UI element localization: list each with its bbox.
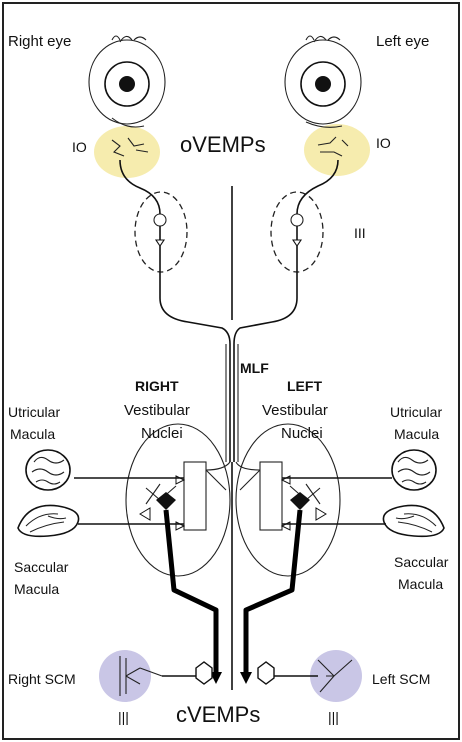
io-left-label: IO — [376, 135, 391, 151]
right-scm-highlight — [99, 650, 151, 702]
left-nucleus-relay — [260, 462, 282, 530]
figure-frame — [3, 3, 459, 739]
saccular-macula-left — [383, 505, 444, 536]
accessory-motor-neuron-right — [196, 662, 212, 684]
right-vestibular-nuclei — [126, 424, 230, 576]
right-nuclei-label-3: Nuclei — [141, 425, 183, 442]
right-nucleus-relay — [184, 462, 206, 530]
mlf-label: MLF — [240, 360, 269, 376]
utricular-left-label-1: Utricular — [390, 404, 442, 420]
utricular-right-label-1: Utricular — [8, 404, 60, 420]
descending-tract-left — [246, 510, 300, 676]
utricular-right-label-2: Macula — [10, 426, 55, 442]
saccular-right-label-2: Macula — [14, 581, 59, 597]
io-right-label: IO — [72, 139, 87, 155]
utricular-macula-right — [26, 450, 70, 490]
utricular-left-label-2: Macula — [394, 426, 439, 442]
io-right-highlight — [94, 126, 160, 178]
left-vestibular-nuclei — [236, 424, 340, 576]
utricular-macula-left — [392, 450, 436, 490]
left-nuclei-label-3: Nuclei — [281, 425, 323, 442]
xi-left-label: ||| — [328, 709, 339, 725]
saccular-macula-right — [18, 505, 79, 536]
left-nucleus-neuron — [290, 492, 310, 510]
oculomotor-nucleus-right — [135, 192, 187, 272]
saccular-right-label-1: Saccular — [14, 559, 69, 575]
saccular-left-label-2: Macula — [398, 576, 443, 592]
left-eye-label: Left eye — [376, 33, 429, 50]
right-nuclei-label-1: RIGHT — [135, 378, 179, 394]
left-nuclei-label-2: Vestibular — [262, 402, 328, 419]
xi-right-label: ||| — [118, 709, 129, 725]
left-scm-label: Left SCM — [372, 671, 430, 687]
descending-tract-right — [166, 510, 216, 676]
saccular-left-label-1: Saccular — [394, 554, 449, 570]
cvemps-label: cVEMPs — [176, 702, 260, 727]
right-nuclei-label-2: Vestibular — [124, 402, 190, 419]
left-nuclei-label-1: LEFT — [287, 378, 322, 394]
accessory-motor-neuron-left — [258, 662, 274, 684]
right-eye-label: Right eye — [8, 33, 71, 50]
nucleus-iii-label: III — [354, 225, 366, 241]
right-eye — [89, 36, 165, 124]
right-scm-label: Right SCM — [8, 671, 76, 687]
ovemps-label: oVEMPs — [180, 132, 266, 157]
left-eye — [285, 36, 361, 124]
right-nucleus-neuron — [156, 492, 176, 510]
